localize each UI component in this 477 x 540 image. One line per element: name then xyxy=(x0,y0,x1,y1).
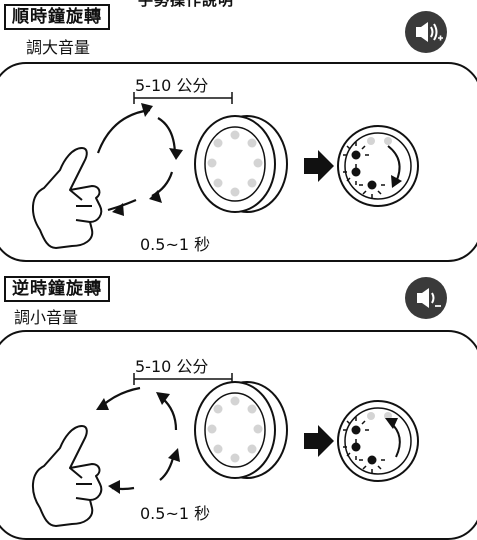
device-icon xyxy=(194,115,288,213)
sub-label-volume-down: 調小音量 xyxy=(14,308,79,327)
device-front-clockwise xyxy=(337,125,419,207)
distance-label: 5-10 公分 xyxy=(135,357,209,376)
section-label-clockwise: 順時鐘旋轉 xyxy=(4,4,110,30)
sub-label-volume-up: 調大音量 xyxy=(26,38,91,57)
volume-down-icon xyxy=(405,277,447,319)
hand-icon xyxy=(32,147,103,249)
volume-up-icon xyxy=(405,11,447,53)
section-label-counter-clockwise: 逆時鐘旋轉 xyxy=(4,276,110,302)
duration-label: 0.5~1 秒 xyxy=(140,235,211,254)
page-heading-cut: 手勢操作說明 xyxy=(138,0,235,9)
distance-label: 5-10 公分 xyxy=(135,76,209,95)
duration-label: 0.5~1 秒 xyxy=(140,504,211,523)
